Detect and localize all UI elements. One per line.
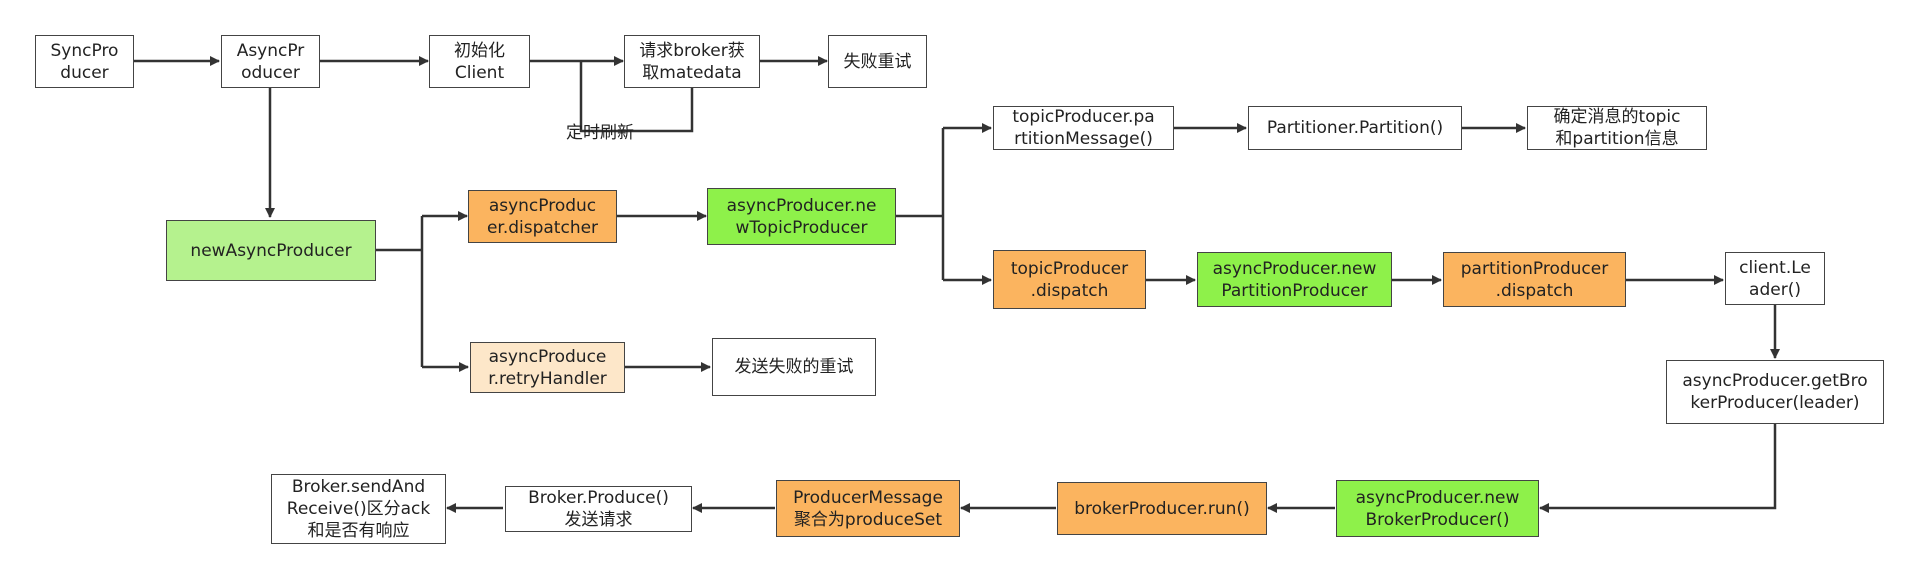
edge-get-broker-to-new-broker	[1539, 424, 1777, 513]
edge-timed-refresh-loop	[579, 61, 694, 133]
node-new-broker-producer: asyncProducer.new BrokerProducer()	[1336, 480, 1539, 537]
label-timed-refresh: 定时刷新	[566, 123, 634, 143]
node-new-async-producer: newAsyncProducer	[166, 220, 376, 281]
node-retry-handler: asyncProduce r.retryHandler	[470, 342, 625, 393]
node-producer-message-set: ProducerMessage 聚合为produceSet	[776, 480, 960, 537]
node-sync-producer: SyncPro ducer	[35, 35, 134, 88]
node-client-leader: client.Le ader()	[1725, 252, 1825, 305]
node-get-broker-producer: asyncProducer.getBro kerProducer(leader)	[1666, 360, 1884, 424]
node-partitioner-partition: Partitioner.Partition()	[1248, 106, 1462, 150]
node-new-partition-producer: asyncProducer.new PartitionProducer	[1197, 252, 1392, 307]
node-async-producer: AsyncPr oducer	[221, 35, 320, 88]
node-partition-message: topicProducer.pa rtitionMessage()	[993, 106, 1174, 150]
node-request-metadata: 请求broker获 取matedata	[624, 35, 760, 88]
node-broker-produce: Broker.Produce() 发送请求	[505, 486, 692, 532]
node-fail-retry: 失败重试	[828, 35, 927, 88]
node-topic-dispatch: topicProducer .dispatch	[993, 250, 1146, 309]
node-new-topic-producer: asyncProducer.ne wTopicProducer	[707, 188, 896, 245]
node-partition-dispatch: partitionProducer .dispatch	[1443, 252, 1626, 307]
node-broker-producer-run: brokerProducer.run()	[1057, 482, 1267, 535]
node-init-client: 初始化 Client	[429, 35, 530, 88]
node-determine-topic-partition: 确定消息的topic 和partition信息	[1527, 106, 1707, 150]
node-send-fail-retry: 发送失败的重试	[712, 338, 876, 396]
node-async-dispatcher: asyncProduc er.dispatcher	[468, 190, 617, 243]
node-broker-send-receive: Broker.sendAnd Receive()区分ack 和是否有响应	[271, 474, 446, 544]
